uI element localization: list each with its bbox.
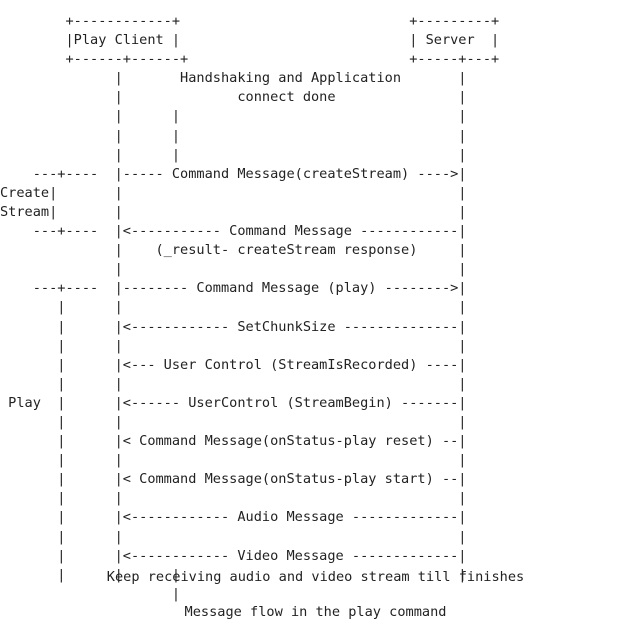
- stream-continuation-note: Keep receiving audio and video stream ti…: [106, 569, 525, 585]
- figure-title: Message flow in the play command: [184, 604, 447, 620]
- ascii-art-canvas: +------------+ +---------+ |Play Client …: [0, 13, 500, 602]
